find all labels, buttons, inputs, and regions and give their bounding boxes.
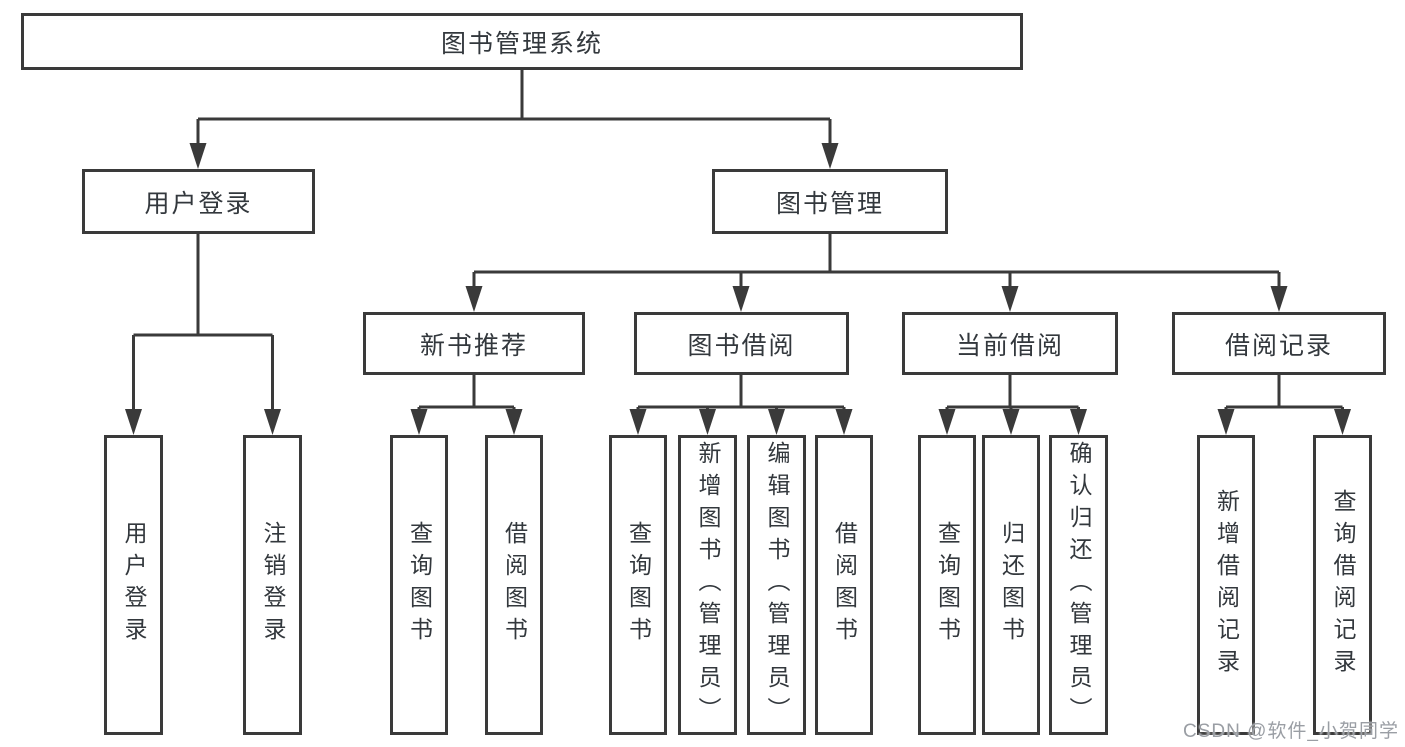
leaf-label: 查询借阅记录 — [1330, 489, 1356, 681]
connector-root — [189, 70, 839, 169]
node-book-borrowing: 图书借阅 — [634, 312, 849, 375]
node-borrowing-records: 借阅记录 — [1172, 312, 1386, 375]
arrowhead — [1270, 286, 1288, 312]
leaf-confirm-return-admin: 确认归还（管理员） — [1049, 435, 1108, 735]
node-user-login: 用户登录 — [82, 169, 315, 234]
leaf-add-borrow-record: 新增借阅记录 — [1197, 435, 1255, 735]
leaf-edit-book-admin: 编辑图书（管理员） — [747, 435, 806, 735]
leaf-label: 借阅图书 — [501, 521, 528, 649]
arrowhead — [1334, 409, 1351, 435]
arrowhead — [1217, 409, 1235, 435]
leaf-query-borrow-record: 查询借阅记录 — [1313, 435, 1372, 735]
leaf-label: 查询图书 — [625, 521, 652, 649]
connector-user-login — [125, 234, 281, 435]
arrowhead — [505, 409, 523, 435]
arrowhead — [732, 286, 750, 312]
leaf-query-books-recommend: 查询图书 — [390, 435, 448, 735]
arrowhead — [699, 409, 716, 435]
connector-new-book-recommend — [410, 375, 523, 435]
leaf-label: 确认归还（管理员） — [1066, 441, 1092, 729]
arrowhead — [1001, 286, 1019, 312]
leaf-logout: 注销登录 — [243, 435, 302, 735]
leaf-borrow-books-recommend: 借阅图书 — [485, 435, 543, 735]
arrowhead — [768, 409, 785, 435]
arrowhead — [465, 286, 483, 312]
arrowhead — [938, 409, 956, 435]
leaf-label: 编辑图书（管理员） — [764, 441, 790, 729]
connector-current-borrowing — [938, 375, 1087, 435]
connector-borrowing-records — [1217, 375, 1351, 435]
arrowhead — [264, 409, 281, 435]
leaf-label: 新增借阅记录 — [1213, 489, 1240, 681]
leaf-label: 新增图书（管理员） — [695, 441, 721, 729]
leaf-label: 注销登录 — [260, 521, 286, 649]
leaf-user-login: 用户登录 — [104, 435, 163, 735]
leaf-query-books-current: 查询图书 — [918, 435, 976, 735]
leaf-label: 借阅图书 — [831, 521, 858, 649]
arrowhead — [125, 409, 142, 435]
arrowhead — [410, 409, 428, 435]
leaf-add-book-admin: 新增图书（管理员） — [678, 435, 737, 735]
node-current-borrowing: 当前借阅 — [902, 312, 1118, 375]
node-root: 图书管理系统 — [21, 13, 1023, 70]
leaf-label: 用户登录 — [121, 521, 147, 649]
connector-book-management — [465, 233, 1288, 312]
watermark: CSDN @软件_小贺同学 — [1183, 721, 1399, 742]
node-new-book-recommend: 新书推荐 — [363, 312, 585, 375]
arrowhead — [821, 143, 839, 169]
arrowhead — [629, 409, 647, 435]
arrowhead — [835, 409, 853, 435]
leaf-borrow-books-borrowing: 借阅图书 — [815, 435, 873, 735]
leaf-return-books: 归还图书 — [982, 435, 1040, 735]
leaf-label: 归还图书 — [998, 521, 1025, 649]
arrowhead — [1002, 409, 1020, 435]
arrowhead — [189, 143, 207, 169]
connector-book-borrowing — [629, 375, 853, 435]
leaf-label: 查询图书 — [406, 521, 433, 649]
arrowhead — [1070, 409, 1087, 435]
node-book-management: 图书管理 — [712, 169, 948, 234]
leaf-label: 查询图书 — [934, 521, 961, 649]
leaf-query-books-borrowing: 查询图书 — [609, 435, 667, 735]
